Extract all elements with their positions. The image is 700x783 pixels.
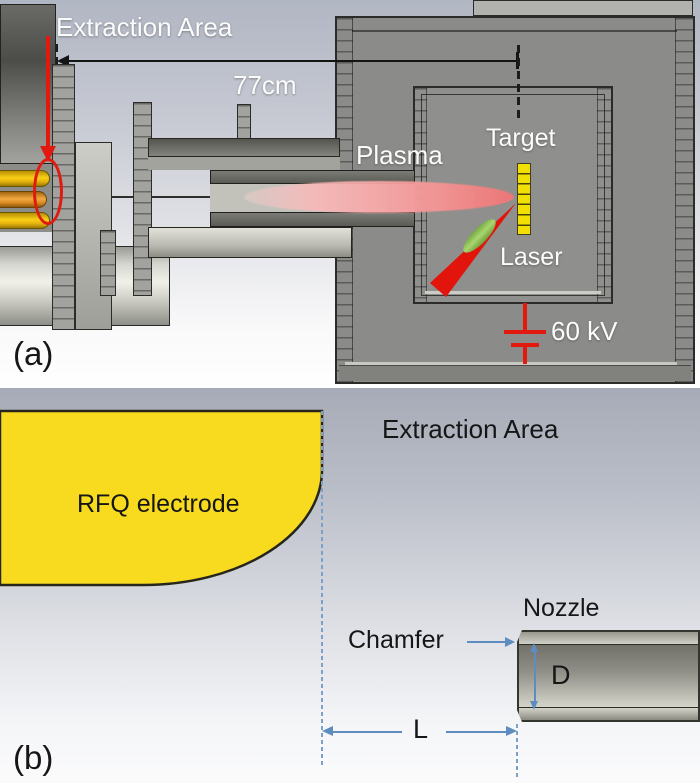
diameter-label: D (551, 660, 571, 690)
target (517, 163, 531, 235)
chamfer-arrow-head (505, 637, 515, 647)
plasma-plume (244, 181, 514, 213)
nozzle-bottom-wall (519, 707, 698, 720)
nozzle-plane-dashed-line (516, 724, 518, 777)
rfq-electrode-label: RFQ electrode (77, 490, 240, 518)
rfq-electrode-shape (0, 409, 324, 587)
chamber-top-seam (352, 30, 677, 32)
chamfer-label: Chamfer (348, 626, 444, 654)
extraction-area-label-b: Extraction Area (382, 414, 559, 444)
beamline-flange (133, 102, 152, 296)
nozzle-label: Nozzle (523, 594, 600, 622)
outer-tube-top-wall (148, 138, 340, 157)
panel-b-tag: (b) (13, 739, 54, 776)
target-plane-dashed-line (517, 45, 520, 118)
electrode-plane-dashed-line (321, 411, 323, 768)
diameter-arrow-head-bottom (530, 701, 538, 710)
laser-label: Laser (500, 243, 563, 271)
target-chamber-bottom-highlight (425, 291, 601, 294)
plasma-tube-bottom-wall (210, 212, 415, 227)
distance-label: 77cm (233, 70, 297, 100)
diameter-arrow-line (533, 650, 536, 703)
support-rib-block (100, 230, 116, 296)
hv-wire-lower (523, 347, 527, 364)
hv-plate-bottom (511, 343, 539, 347)
source-flange (52, 64, 75, 330)
chamber-bottom-highlight (345, 362, 677, 365)
panel-a-tag: (a) (13, 335, 54, 372)
diameter-arrow-head-top (530, 643, 538, 652)
length-line-left (332, 730, 402, 733)
extraction-arrow-shaft (46, 36, 50, 148)
extraction-area-ellipse (33, 158, 63, 225)
dim-77-line (68, 59, 518, 62)
chamber-lid (473, 0, 693, 16)
voltage-label: 60 kV (551, 316, 618, 346)
beamline-top-tab (237, 104, 251, 140)
length-arrow-head-right (506, 726, 517, 736)
nozzle-top-wall (519, 632, 698, 645)
chamber-bottom-band (339, 365, 691, 381)
length-arrow-head-left (322, 726, 333, 736)
outer-tube-gap (148, 157, 340, 170)
length-line-right (446, 730, 506, 733)
target-label: Target (486, 124, 556, 152)
nozzle-tube (517, 630, 700, 722)
dim-77-arrowhead-left (57, 54, 69, 67)
length-label: L (413, 714, 429, 744)
hv-plate-top (504, 330, 546, 334)
hv-wire-upper (523, 303, 527, 331)
extraction-area-label-a: Extraction Area (56, 12, 233, 42)
chamfer-arrow-line (467, 641, 506, 643)
outer-tube-bottom-wall (148, 227, 352, 258)
plasma-label: Plasma (356, 140, 443, 170)
chamber-right-ribs (675, 18, 693, 382)
beam-axis-needle (52, 196, 336, 198)
